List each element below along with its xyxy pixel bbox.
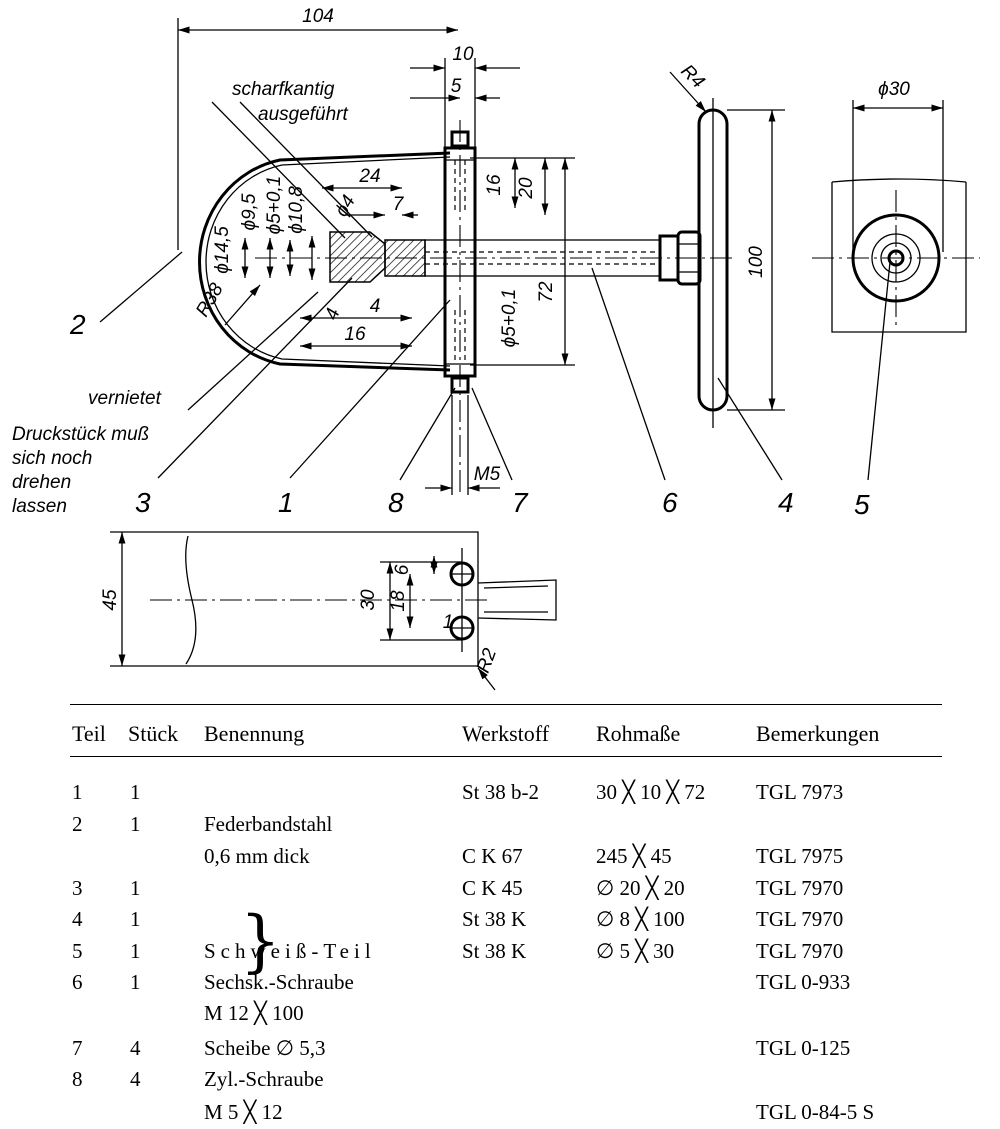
- table-cell-stueck: 1: [130, 970, 141, 994]
- note-scharfkantig-line2: ausgeführt: [258, 104, 349, 125]
- table-cell-benennung: Federbandstahl: [204, 812, 333, 836]
- part-label-3: 3: [135, 487, 151, 518]
- table-cell-stueck: 1: [130, 780, 141, 804]
- table-cell-benennung: Schweiß-Teil: [204, 939, 376, 963]
- part-label-8: 8: [388, 487, 404, 518]
- table-cell-teil: 6: [72, 970, 83, 994]
- header-bemerkungen: Bemerkungen: [756, 721, 880, 746]
- dim-18: 18: [388, 590, 409, 612]
- table-cell-stueck: 4: [130, 1067, 141, 1091]
- dim-phi9-5: ϕ9,5: [239, 193, 260, 230]
- note-scharfkantig-line1: scharfkantig: [232, 79, 335, 100]
- dim-phi30: ϕ30: [878, 79, 910, 100]
- dim-phi5-tol-a: ϕ5+0,1: [264, 176, 285, 235]
- dim-30: 30: [358, 589, 379, 611]
- table-cell-teil: 4: [72, 907, 83, 931]
- dim-phi4: ϕ4: [331, 192, 360, 221]
- table-cell-teil: 2: [72, 812, 83, 836]
- table-cell-rohmasse: ∅ 8 ╳ 100: [596, 907, 685, 931]
- table-cell-werkstoff: C K 67: [462, 844, 523, 868]
- table-cell-werkstoff: C K 45: [462, 876, 523, 900]
- table-cell-bemerkungen: TGL 7970: [756, 876, 844, 900]
- dim-phi10-8: ϕ10,8: [286, 186, 307, 234]
- dim-m5: M5: [474, 464, 501, 485]
- note-druckstueck-line4: lassen: [12, 496, 67, 517]
- table-cell-bemerkungen: TGL 0-933: [756, 970, 851, 994]
- header-teil: Teil: [72, 721, 106, 746]
- header-benennung: Benennung: [204, 721, 305, 746]
- table-cell-bemerkungen: TGL 7975: [756, 844, 844, 868]
- dim-16b: 16: [344, 324, 366, 345]
- table-cell-werkstoff: St 38 K: [462, 939, 527, 963]
- note-vernietet: vernietet: [88, 388, 162, 409]
- table-cell-bemerkungen: TGL 7970: [756, 907, 844, 931]
- table-cell-benennung: M 12 ╳ 100: [204, 1001, 304, 1025]
- part-label-1: 1: [278, 487, 294, 518]
- dim-5: 5: [451, 76, 462, 97]
- part-label-4: 4: [778, 487, 794, 518]
- table-cell-benennung: Scheibe ∅ 5,3: [204, 1036, 326, 1060]
- dim-4a: 4: [321, 306, 344, 323]
- dim-20: 20: [516, 177, 537, 200]
- dim-phi14-5: ϕ14,5: [212, 226, 233, 274]
- dim-104: 104: [302, 6, 334, 27]
- table-cell-stueck: 1: [130, 907, 141, 931]
- note-druckstueck-line3: drehen: [12, 472, 71, 493]
- table-cell-stueck: 1: [130, 812, 141, 836]
- table-cell-rohmasse: ∅ 20 ╳ 20: [596, 876, 685, 900]
- table-cell-benennung: 0,6 mm dick: [204, 844, 310, 868]
- note-druckstueck-line2: sich noch: [12, 448, 92, 469]
- dim-72: 72: [536, 281, 557, 303]
- table-cell-teil: 5: [72, 939, 83, 963]
- table-cell-stueck: 4: [130, 1036, 141, 1060]
- dim-10: 10: [452, 44, 474, 65]
- dim-r4: R4: [676, 61, 708, 93]
- dim-24: 24: [358, 166, 380, 187]
- table-cell-benennung: Zyl.-Schraube: [204, 1067, 324, 1091]
- part-label-5: 5: [854, 489, 870, 520]
- note-druckstueck-line1: Druckstück muß: [12, 424, 149, 445]
- header-werkstoff: Werkstoff: [462, 721, 550, 746]
- table-cell-stueck: 1: [130, 939, 141, 963]
- dim-r2: R2: [473, 645, 501, 675]
- table-cell-bemerkungen: TGL 7970: [756, 939, 844, 963]
- body-plan-view: 45 30 18 6 1 R2: [100, 531, 557, 691]
- table-header-rule: [70, 756, 942, 757]
- table-cell-teil: 1: [72, 780, 83, 804]
- dim-16a: 16: [484, 174, 505, 196]
- dim-45: 45: [100, 589, 121, 611]
- table-cell-bemerkungen: TGL 7973: [756, 780, 844, 804]
- technical-drawing: 104 10 5 16 20 72 ϕ5+0,1 100 R4 24 7: [12, 6, 980, 691]
- table-cell-teil: 3: [72, 876, 83, 900]
- table-cell-rohmasse: 245 ╳ 45: [596, 844, 672, 868]
- header-stueck: Stück: [128, 721, 179, 746]
- handle-end-view: ϕ30 5: [812, 79, 980, 520]
- table-cell-rohmasse: 30 ╳ 10 ╳ 72: [596, 780, 706, 804]
- clamp-side-view: 104 10 5 16 20 72 ϕ5+0,1 100 R4 24 7: [12, 6, 794, 518]
- header-rohmasse: Rohmaße: [596, 721, 681, 746]
- dim-100: 100: [746, 246, 767, 278]
- dim-6: 6: [392, 564, 413, 575]
- dim-7: 7: [393, 194, 405, 215]
- dim-r38: R38: [192, 279, 228, 320]
- table-cell-stueck: 1: [130, 876, 141, 900]
- weld-group-brace: }: [240, 903, 281, 981]
- table-cell-teil: 8: [72, 1067, 83, 1091]
- dim-4b: 4: [370, 296, 381, 317]
- table-cell-rohmasse: ∅ 5 ╳ 30: [596, 939, 675, 963]
- part-label-2: 2: [69, 309, 86, 340]
- table-cell-werkstoff: St 38 K: [462, 907, 527, 931]
- dim-1: 1: [443, 612, 454, 633]
- part-label-7: 7: [512, 487, 529, 518]
- dim-phi5-tol-b: ϕ5+0,1: [499, 289, 520, 348]
- table-cell-werkstoff: St 38 b-2: [462, 780, 540, 804]
- table-cell-bemerkungen: TGL 0-84-5 S: [756, 1100, 875, 1124]
- table-top-rule: [70, 704, 942, 705]
- table-cell-benennung: M 5 ╳ 12: [204, 1100, 283, 1124]
- table-cell-bemerkungen: TGL 0-125: [756, 1036, 851, 1060]
- table-cell-benennung: Sechsk.-Schraube: [204, 970, 354, 994]
- table-cell-teil: 7: [72, 1036, 83, 1060]
- part-label-6: 6: [662, 487, 678, 518]
